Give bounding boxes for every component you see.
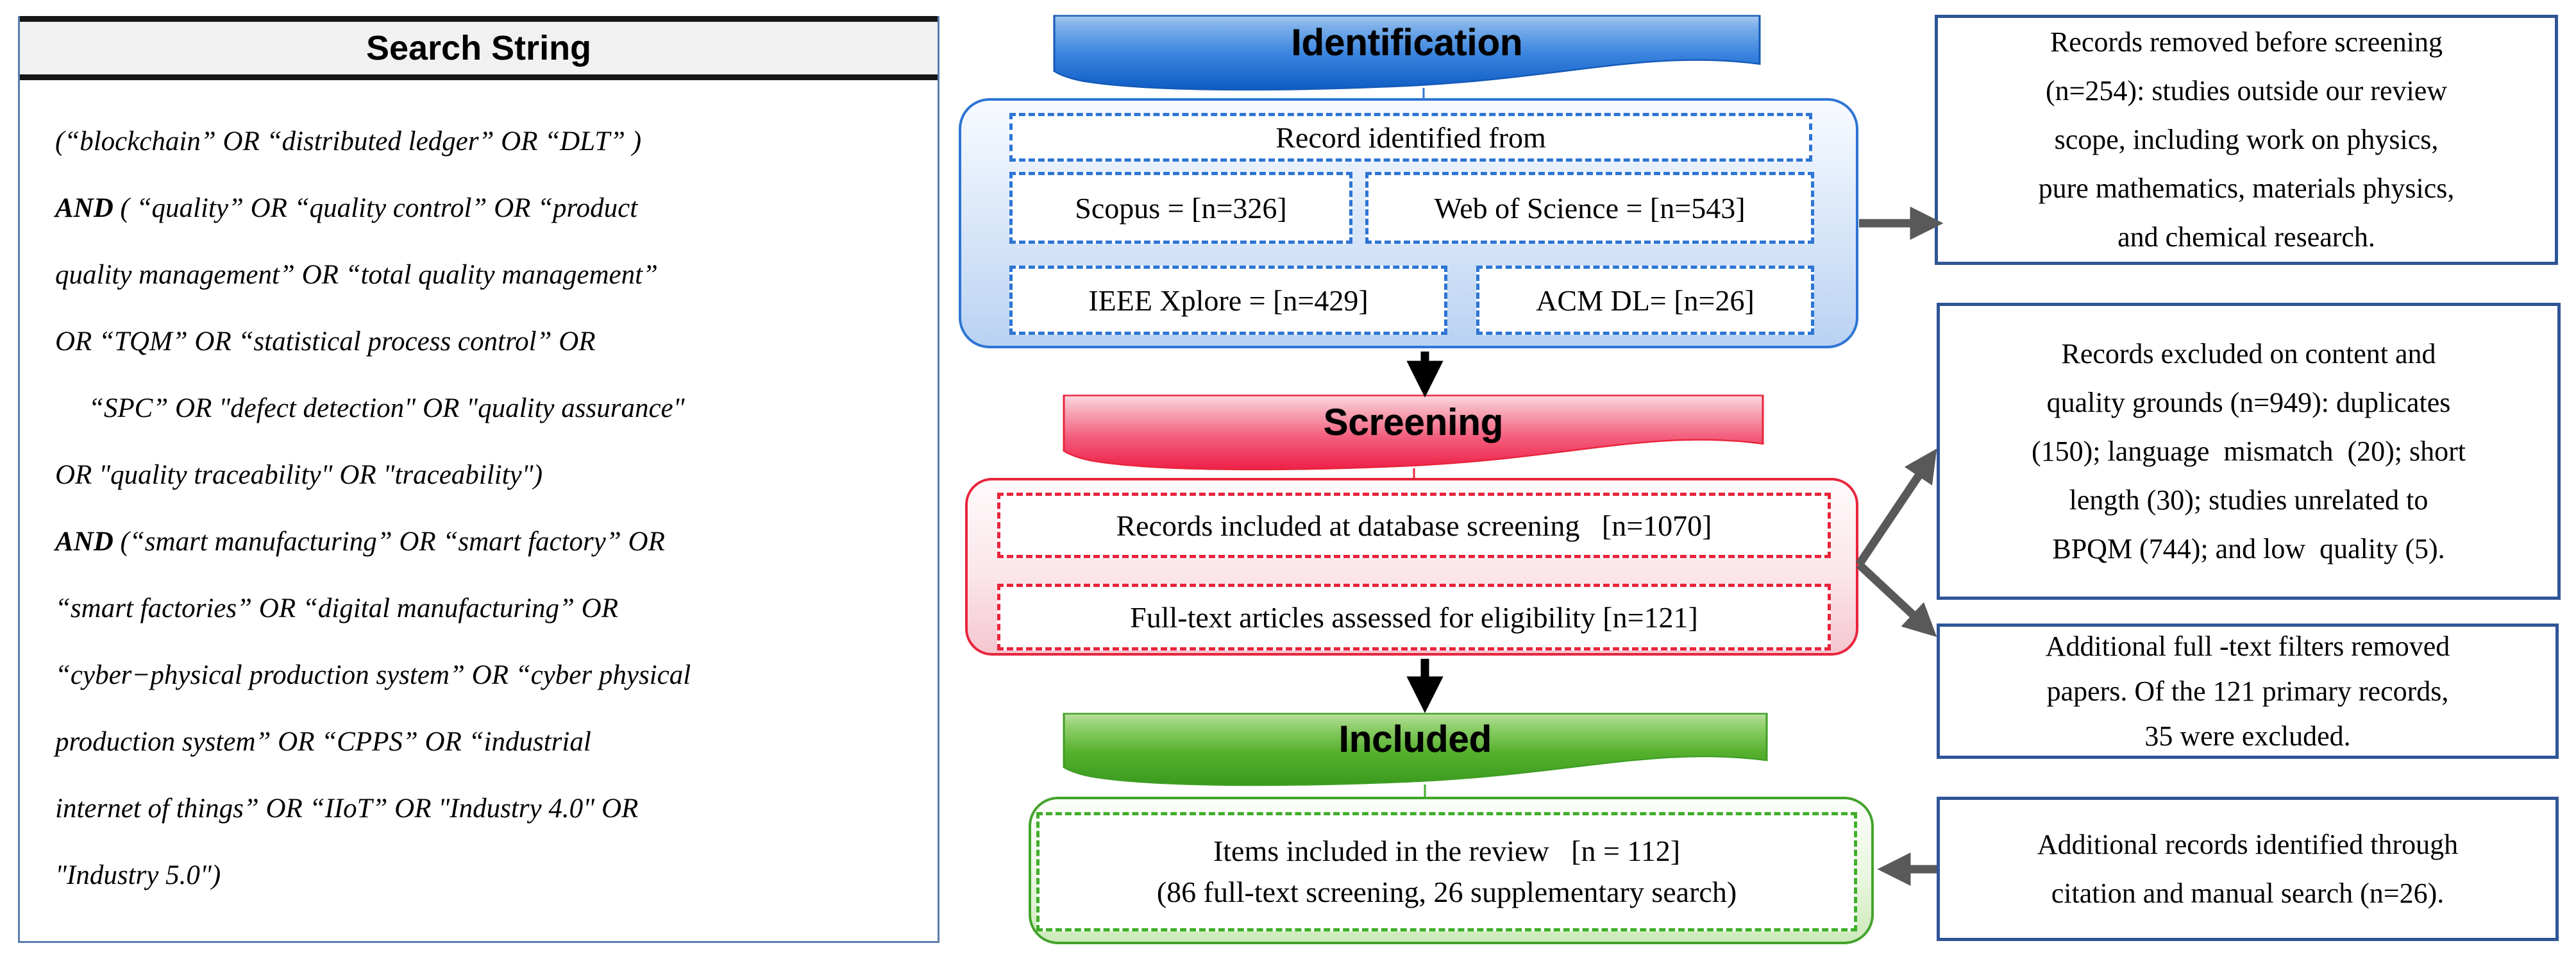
search-line: production system” OR “CPPS” OR “industr…: [55, 727, 591, 757]
screening-container: Records included at database screening […: [965, 478, 1858, 656]
included-box: Items included in the review [n = 112] (…: [1036, 812, 1857, 931]
search-line: AND ( “quality” OR “quality control” OR …: [55, 193, 638, 223]
search-string-panel: Search String (“blockchain” OR “distribu…: [18, 16, 939, 943]
search-line: OR "quality traceability" OR "traceabili…: [55, 460, 543, 490]
record-identified-box: Record identified from: [1009, 113, 1812, 162]
search-string-header: Search String: [20, 16, 938, 80]
search-line: “SPC” OR "defect detection" OR "quality …: [88, 393, 685, 423]
note-additional-records: Additional records identified through ci…: [1937, 797, 2559, 941]
search-line: “cyber−physical production system” OR “c…: [55, 660, 691, 690]
search-line: “smart factories” OR “digital manufactur…: [55, 593, 618, 624]
wave-shape-green: [1063, 713, 1768, 786]
note-records-excluded: Records excluded on content and quality …: [1937, 303, 2561, 600]
included-container: Items included in the review [n = 112] (…: [1029, 797, 1874, 944]
search-line: AND (“smart manufacturing” OR “smart fac…: [55, 527, 665, 557]
source-box-acm-dl: ACM DL= [n=26]: [1476, 266, 1814, 335]
identification-container: Record identified from Scopus = [n=326] …: [959, 98, 1858, 348]
search-string-title: Search String: [366, 29, 592, 67]
screening-banner-label: Screening: [1323, 401, 1504, 443]
source-box-web-of-science: Web of Science = [n=543]: [1365, 172, 1814, 244]
wave-shape-red: [1063, 395, 1764, 471]
identification-banner-label: Identification: [1291, 21, 1523, 64]
included-banner: Included: [1063, 713, 1768, 787]
identification-banner: Identification: [1053, 15, 1761, 92]
note-records-removed-before-screening: Records removed before screening (n=254)…: [1935, 15, 2558, 265]
screening-banner: Screening: [1063, 395, 1764, 471]
screening-box-database: Records included at database screening […: [997, 493, 1831, 558]
search-line: internet of things” OR “IIoT” OR "Indust…: [55, 794, 639, 824]
included-box-line1: Items included in the review [n = 112]: [1213, 835, 1681, 867]
wave-shape-blue: [1053, 15, 1761, 91]
screening-box-fulltext: Full-text articles assessed for eligibil…: [997, 584, 1831, 650]
search-line: OR “TQM” OR “statistical process control…: [55, 327, 596, 357]
search-string-body: (“blockchain” OR “distributed ledger” OR…: [20, 80, 938, 909]
included-box-line2: (86 full-text screening, 26 supplementar…: [1156, 876, 1737, 908]
source-box-ieee-xplore: IEEE Xplore = [n=429]: [1009, 266, 1447, 335]
included-banner-label: Included: [1338, 718, 1492, 761]
search-line: "Industry 5.0"): [55, 860, 221, 890]
source-box-scopus: Scopus = [n=326]: [1009, 172, 1352, 244]
arrow-screening-to-note-excluded: [1855, 448, 1937, 567]
note-fulltext-filters: Additional full -text filters removed pa…: [1937, 624, 2559, 759]
search-line: quality management” OR “total quality ma…: [55, 260, 658, 290]
arrow-screening-to-note-filters: [1856, 561, 1937, 638]
search-line: (“blockchain” OR “distributed ledger” OR…: [55, 126, 642, 157]
